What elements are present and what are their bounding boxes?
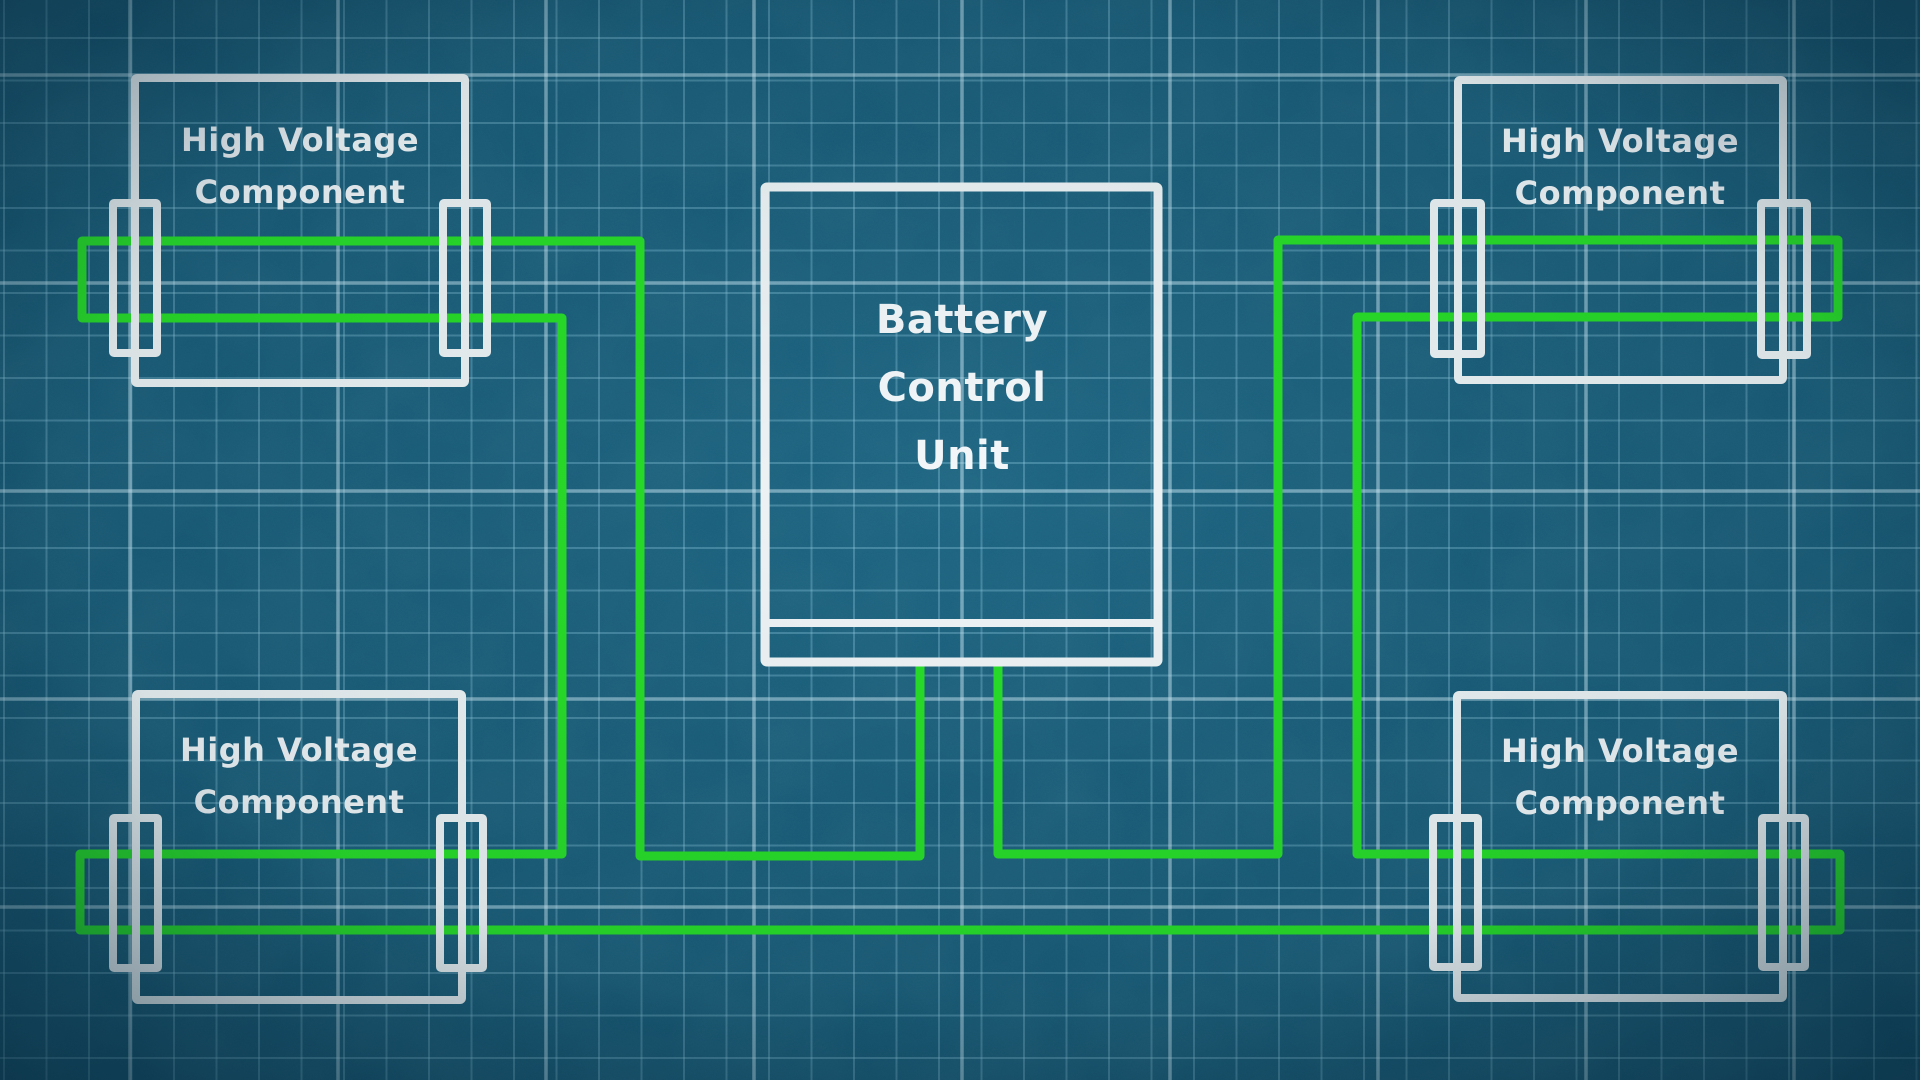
vignette-overlay [0, 0, 1920, 1080]
blueprint-stage: High VoltageComponentHigh VoltageCompone… [0, 0, 1920, 1080]
blueprint-canvas: High VoltageComponentHigh VoltageCompone… [0, 0, 1920, 1080]
